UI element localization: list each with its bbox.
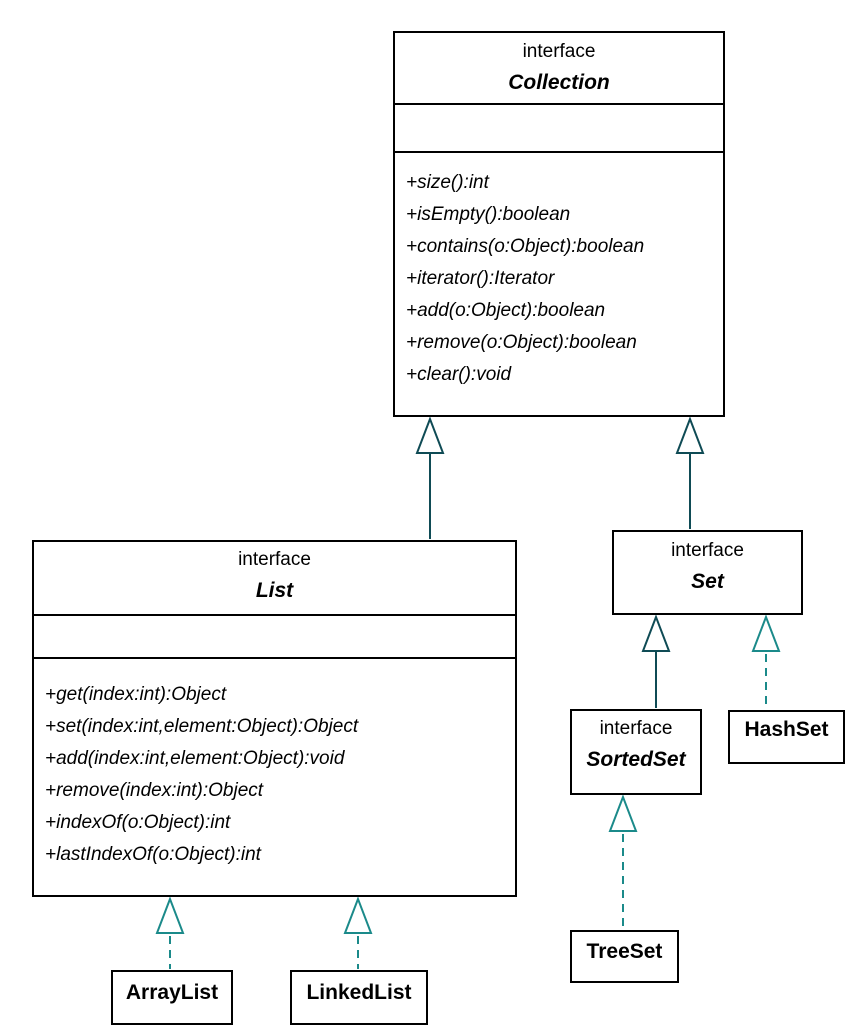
class-box-set: interface Set: [612, 530, 803, 615]
method-get: +get(index:int):Object: [45, 684, 227, 705]
method-add: +add(o:Object):boolean: [406, 300, 606, 321]
generalization-arrowhead-icon: [675, 416, 705, 454]
method-contains: +contains(o:Object):boolean: [406, 236, 645, 257]
set-stereotype: interface: [671, 540, 744, 561]
edge-list-extends-collection: [415, 416, 445, 539]
method-remove-index: +remove(index:int):Object: [45, 780, 264, 801]
class-box-list: interface List +get(index:int):Object +s…: [32, 540, 517, 897]
list-name: List: [255, 579, 294, 602]
method-size: +size():int: [406, 172, 489, 193]
edge-sortedset-extends-set: [641, 614, 671, 708]
class-box-treeset: TreeSet: [570, 930, 679, 983]
method-remove: +remove(o:Object):boolean: [406, 332, 637, 353]
sortedset-name: SortedSet: [586, 748, 686, 771]
list-stereotype: interface: [238, 549, 311, 570]
collection-attributes-section: [395, 105, 723, 153]
treeset-name: TreeSet: [586, 940, 663, 963]
realization-arrowhead-icon: [343, 896, 373, 934]
collection-methods-section: +size():int +isEmpty():boolean +contains…: [395, 153, 723, 391]
method-iterator: +iterator():Iterator: [406, 268, 555, 289]
edge-arraylist-implements-list: [155, 896, 185, 969]
realization-arrowhead-icon: [751, 614, 781, 652]
linkedlist-name: LinkedList: [306, 981, 412, 1004]
collection-stereotype: interface: [522, 41, 596, 62]
method-lastindexof: +lastIndexOf(o:Object):int: [45, 844, 261, 865]
list-attributes-section: [34, 616, 515, 659]
edge-set-extends-collection: [675, 416, 705, 529]
list-methods-section: +get(index:int):Object +set(index:int,el…: [34, 659, 515, 871]
method-indexof: +indexOf(o:Object):int: [45, 812, 231, 833]
method-clear: +clear():void: [406, 364, 512, 385]
edge-linkedlist-implements-list: [343, 896, 373, 969]
class-box-arraylist: ArrayList: [111, 970, 233, 1025]
collection-name: Collection: [508, 71, 610, 94]
edge-hashset-implements-set: [751, 614, 781, 709]
list-header: interface List: [34, 542, 515, 616]
method-isempty: +isEmpty():boolean: [406, 204, 571, 225]
realization-arrowhead-icon: [608, 794, 638, 832]
hashset-name: HashSet: [744, 718, 829, 741]
method-set: +set(index:int,element:Object):Object: [45, 716, 359, 737]
realization-arrowhead-icon: [155, 896, 185, 934]
class-box-hashset: HashSet: [728, 710, 845, 764]
sortedset-stereotype: interface: [599, 718, 673, 739]
class-box-collection: interface Collection +size():int +isEmpt…: [393, 31, 725, 417]
class-box-sortedset: interface SortedSet: [570, 709, 702, 795]
edge-treeset-implements-sortedset: [608, 794, 638, 929]
method-add-index: +add(index:int,element:Object):void: [45, 748, 345, 769]
collection-header: interface Collection: [395, 33, 723, 105]
generalization-arrowhead-icon: [641, 614, 671, 652]
class-box-linkedlist: LinkedList: [290, 970, 428, 1025]
arraylist-name: ArrayList: [125, 981, 219, 1004]
generalization-arrowhead-icon: [415, 416, 445, 454]
set-name: Set: [691, 570, 724, 593]
